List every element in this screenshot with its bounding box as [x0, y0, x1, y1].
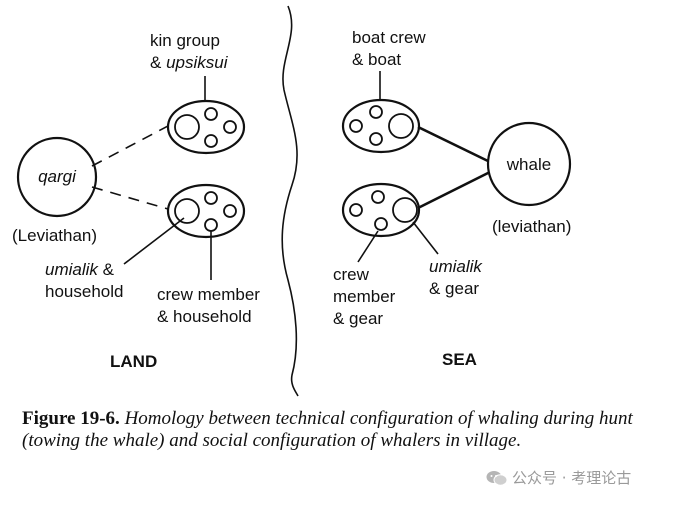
- qargi-kin-connector: [91, 125, 169, 167]
- watermark: 公众号 · 考理论古: [486, 467, 631, 488]
- boat-crew-oval: [341, 98, 421, 154]
- umialik-household-pointer: [123, 217, 185, 265]
- whale-alias: (leviathan): [492, 217, 571, 236]
- whale-label: whale: [506, 155, 551, 174]
- kin-group-oval: [166, 99, 246, 155]
- upsiksui-prefix: &: [150, 53, 166, 72]
- umialik-gear-pointer: [412, 221, 439, 255]
- homology-diagram: qargi (Leviathan) kin group & upsiksui u…: [12, 5, 572, 397]
- upsiksui-label: & upsiksui: [150, 53, 229, 72]
- qargi-label: qargi: [38, 167, 77, 186]
- boat-label: & boat: [352, 50, 401, 69]
- household-oval: [166, 183, 246, 239]
- qargi-circle: [16, 136, 98, 218]
- whale-circle: [486, 121, 572, 207]
- household-label: household: [45, 282, 123, 301]
- tow-line-upper: [417, 125, 491, 164]
- umialik-suffix: &: [98, 260, 115, 279]
- crew-household-label: & household: [157, 307, 252, 326]
- crew-gear-label: & gear: [333, 309, 383, 328]
- crew-gear-pointer: [357, 230, 379, 263]
- boat-crew-label: boat crew: [352, 28, 426, 47]
- umialik-term: umialik: [45, 260, 99, 279]
- crew-member-label: crew member: [157, 285, 260, 304]
- umialik-sea-label: umialik: [429, 257, 483, 276]
- watermark-text: 公众号 · 考理论古: [512, 469, 632, 487]
- umialik-gear-label: & gear: [429, 279, 479, 298]
- kin-group-label: kin group: [150, 31, 220, 50]
- qargi-alias: (Leviathan): [12, 226, 97, 245]
- land-sea-divider: [281, 5, 299, 397]
- qargi-household-connector: [91, 186, 169, 210]
- figure-label: Figure 19-6.: [22, 408, 120, 429]
- caption-text: Homology between technical configuration…: [22, 408, 633, 451]
- sea-section-label: SEA: [442, 350, 477, 369]
- crew-label: crew: [333, 265, 370, 284]
- figure-caption: Figure 19-6. Homology between technical …: [22, 408, 682, 452]
- member-label: member: [333, 287, 396, 306]
- tow-line-lower: [417, 170, 491, 210]
- land-section-label: LAND: [110, 352, 157, 371]
- wechat-icon: [486, 470, 508, 486]
- upsiksui-term: upsiksui: [166, 53, 229, 72]
- umialik-household-label: umialik &: [45, 260, 115, 279]
- crew-gear-oval: [341, 182, 421, 238]
